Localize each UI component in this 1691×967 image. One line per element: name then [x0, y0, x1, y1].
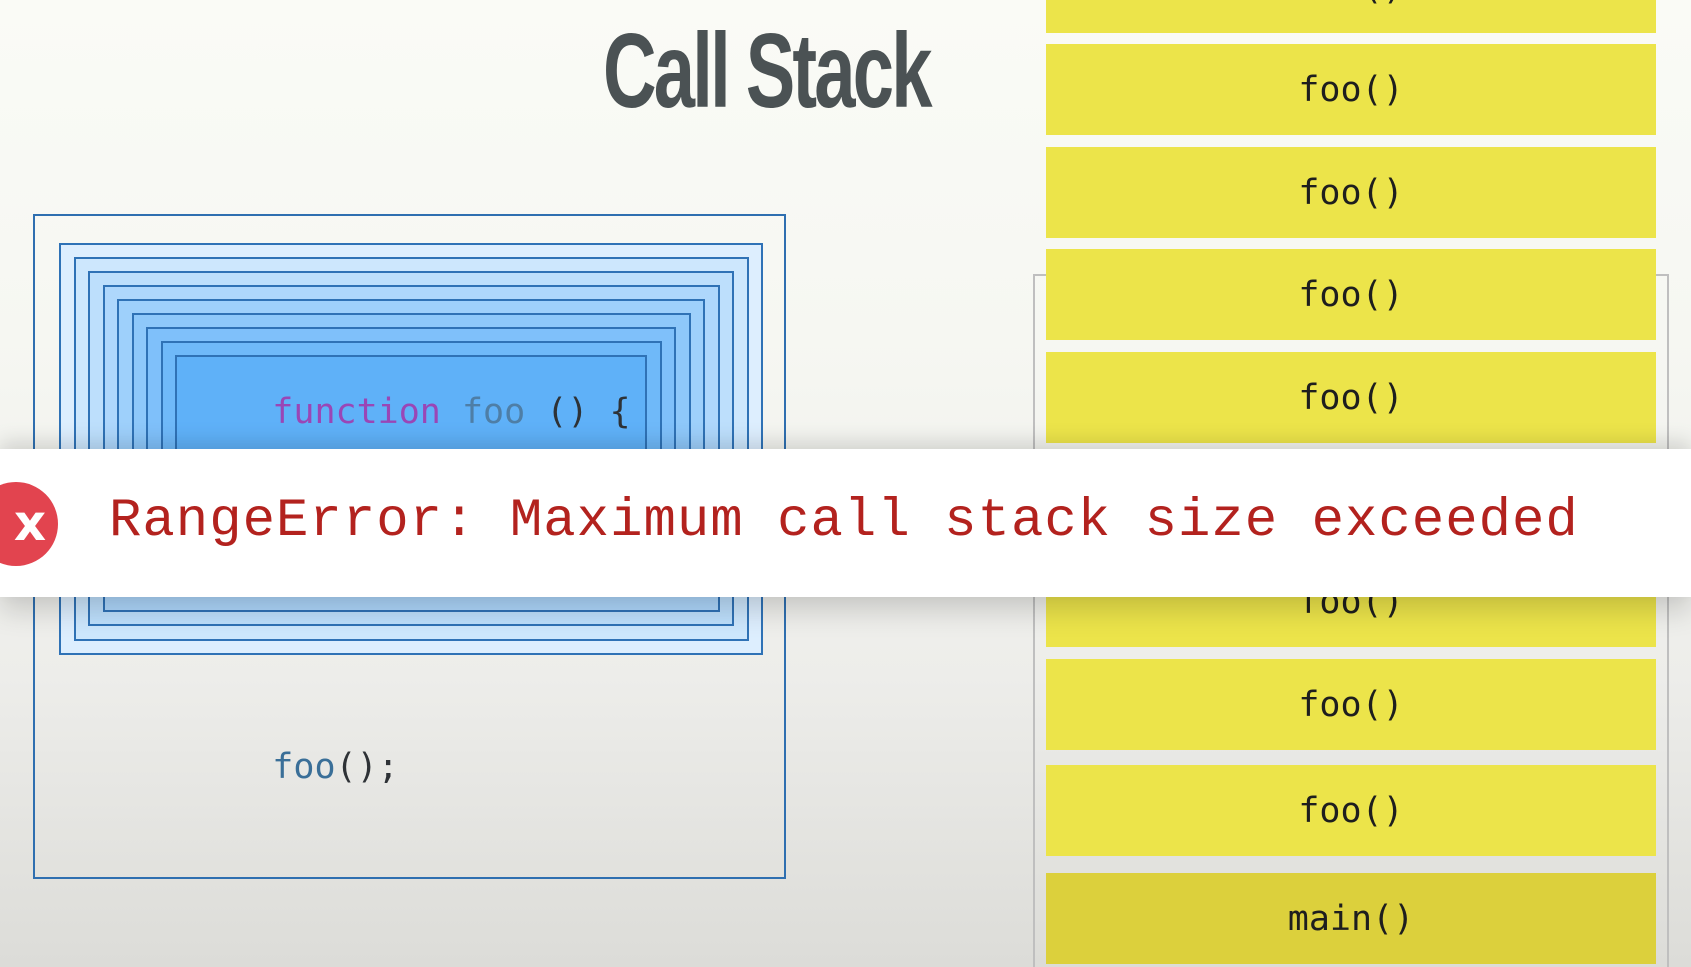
- stack-frame: foo(): [1046, 44, 1656, 135]
- stack-frame: foo(): [1046, 0, 1656, 33]
- invocation-rest: ();: [335, 747, 399, 787]
- code-line-invocation: foo();: [188, 715, 399, 820]
- error-banner: x RangeError: Maximum call stack size ex…: [0, 449, 1691, 597]
- error-glyph: x: [13, 494, 47, 552]
- function-header-rest: () {: [525, 392, 631, 432]
- stack-frame: foo(): [1046, 659, 1656, 750]
- error-x-icon: x: [0, 482, 58, 566]
- stack-frame: foo(): [1046, 352, 1656, 443]
- stack-frame: foo(): [1046, 765, 1656, 856]
- keyword-function: function: [272, 392, 441, 432]
- error-message: RangeError: Maximum call stack size exce…: [109, 491, 1579, 552]
- stack-frame-main: main(): [1046, 873, 1656, 964]
- stack-frame: foo(): [1046, 249, 1656, 340]
- slide-title: Call Stack: [603, 12, 933, 130]
- stack-frame: foo(): [1046, 147, 1656, 238]
- function-name: foo: [461, 392, 526, 432]
- invocation-name: foo: [272, 747, 336, 787]
- code-line-function-header: function foo () {: [188, 360, 631, 465]
